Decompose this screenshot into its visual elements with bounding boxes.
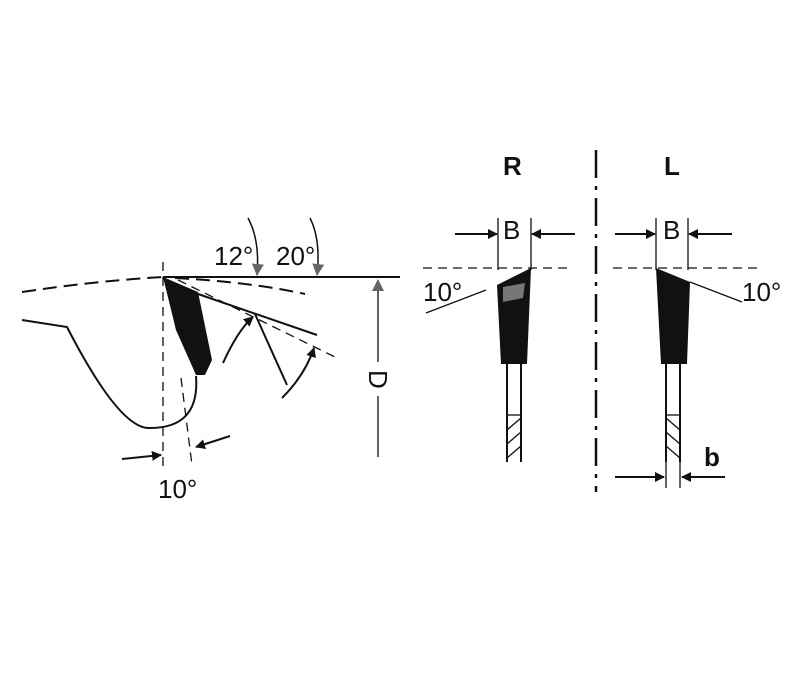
- blade-circumference-dashed: [21, 276, 164, 293]
- right-tooth-tip: [497, 268, 531, 364]
- tangential-angle-label: 10°: [158, 474, 197, 504]
- left-tooth-view: L B 10° b: [613, 151, 781, 488]
- side-view: 10° 12° 20° D: [21, 217, 400, 504]
- hook-angle-arrow: [247, 217, 264, 276]
- tooth-highlight: [503, 283, 525, 302]
- left-tooth-tip: [656, 268, 690, 364]
- arrow-left-10: [121, 450, 162, 461]
- clearance-angle-arc: [281, 347, 316, 399]
- arrow-right-10: [195, 435, 231, 449]
- clearance-face-line: [254, 313, 288, 386]
- left-tooth-title: L: [664, 151, 680, 181]
- tangential-angle-line: [180, 377, 193, 466]
- diameter-label-bg: [366, 362, 390, 396]
- bevel-line: [689, 281, 743, 303]
- left-bevel-label: 10°: [742, 277, 781, 307]
- hatch-pattern: [506, 414, 522, 459]
- clearance-angle-arrow: [309, 217, 325, 276]
- right-tooth-title: R: [503, 151, 522, 181]
- clearance-arc-dashed: [174, 277, 306, 295]
- hatch-pattern: [665, 414, 681, 459]
- body-thickness-label: b: [704, 442, 720, 472]
- tooth-tip: [163, 277, 212, 375]
- bevel-line: [425, 289, 487, 314]
- gullet-outline: [21, 319, 198, 430]
- hook-angle-arc: [222, 316, 254, 364]
- right-tooth-view: R B 10°: [423, 151, 575, 462]
- diameter-label: D: [363, 370, 393, 389]
- left-width-label: B: [663, 215, 680, 245]
- hook-angle-label: 12°: [214, 241, 253, 271]
- right-width-label: B: [503, 215, 520, 245]
- clearance-angle-label: 20°: [276, 241, 315, 271]
- right-bevel-label: 10°: [423, 277, 462, 307]
- rake-line: [197, 293, 318, 336]
